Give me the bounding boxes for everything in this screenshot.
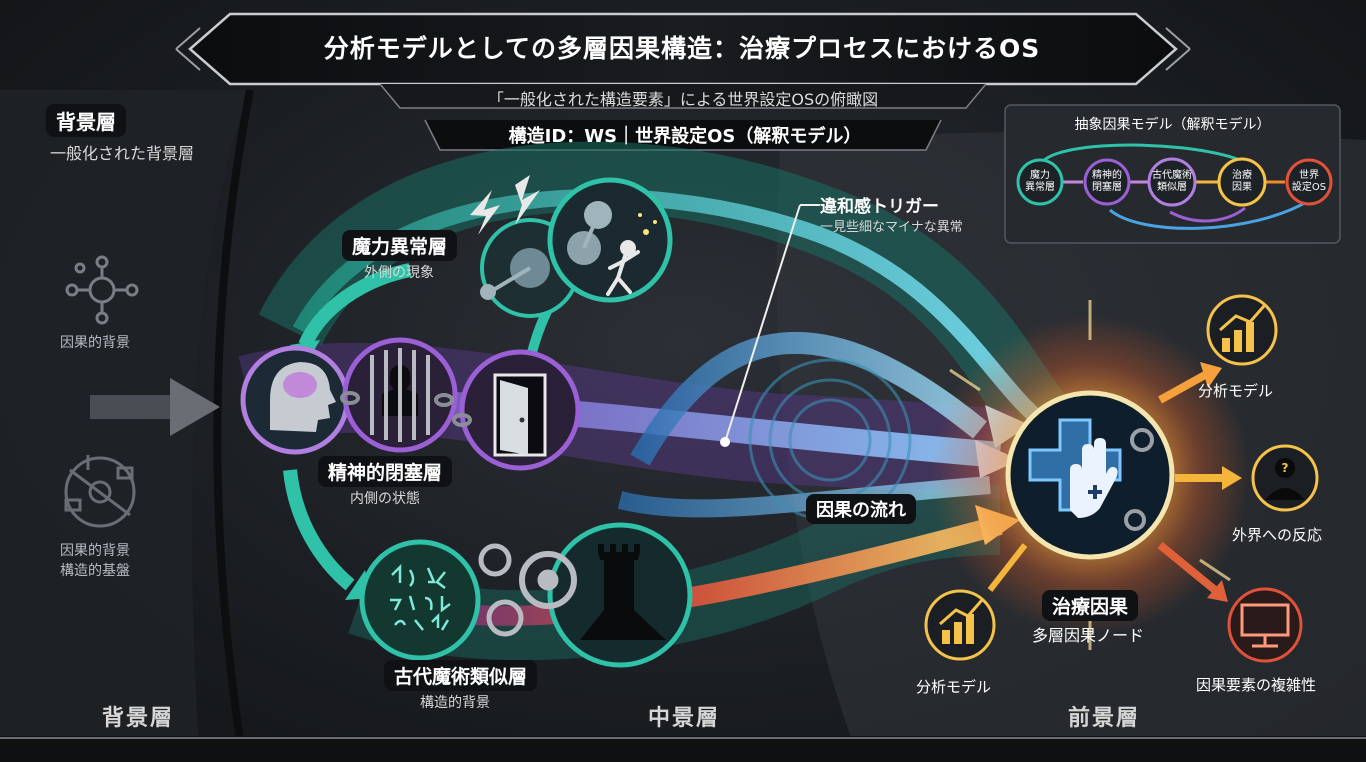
running-person-icon [606,240,640,296]
depth-label-front: 前景層 [1068,706,1141,731]
left-item-causal-background: 因果的背景 [60,335,130,351]
treatment-title: 治療因果 [1042,590,1139,621]
person-question-icon: ? [1251,444,1319,512]
output-analysis-bottom: 分析モデル [916,678,992,696]
mental-layer-sub: 内側の状態 [350,491,420,507]
prison-icon [370,348,430,442]
inset-node-world-os: 世界設定OS [1291,170,1327,193]
output-analysis-top: 分析モデル [1198,382,1274,400]
gear-icon [478,543,577,637]
rune-icon [390,563,451,631]
inset-node-treatment: 治療因果 [1232,170,1252,193]
left-panel-title: 背景層 [46,104,126,137]
left-item2-line1: 因果的背景 [60,543,130,559]
brain-icon [270,362,336,432]
network-icon [65,255,139,325]
magic-layer-sub: 外側の現象 [364,265,434,281]
plus-hand-icon [1028,418,1154,531]
inset-title: 抽象因果モデル（解釈モデル） [1074,117,1271,133]
trigger-title: 違和感トリガー [820,197,939,217]
page-title: 分析モデルとしての多層因果構造：治療プロセスにおけるOS [323,34,1041,63]
ancient-layer-sub: 構造的背景 [420,695,490,711]
tower-icon [580,544,666,640]
trigger-sub: 一見些細なマイナな異常 [820,220,963,235]
chart-icon [1206,294,1278,366]
treatment-sub: 多層因果ノード [1032,626,1145,645]
page-subtitle: 「一般化された構造要素」による世界設定OSの俯瞰図 [487,90,879,109]
lightning-icon [470,175,540,235]
depth-label-back: 背景層 [102,706,175,731]
chart-icon-bottom [924,589,996,661]
mental-layer-title: 精神的閉塞層 [318,456,453,487]
output-complexity: 因果要素の複雑性 [1196,676,1317,694]
structure-icon [64,455,136,528]
inset-node-magic: 魔力異常層 [1025,170,1055,193]
monitor-icon [1227,587,1303,663]
depth-label-middle: 中景層 [648,706,721,731]
left-item2-line2: 構造的基盤 [60,563,130,579]
output-external: 外界への反応 [1232,526,1323,544]
ancient-layer-title: 古代魔術類似層 [384,660,538,691]
door-icon [493,373,547,457]
inset-node-ancient: 古代魔術類似層 [1152,170,1192,193]
magic-layer-title: 魔力異常層 [342,230,458,261]
causal-flow-label: 因果の流れ [806,494,916,524]
left-panel-subtitle: 一般化された背景層 [50,144,195,163]
structure-id-label: 構造ID：WS｜世界設定OS（解釈モデル） [508,126,862,147]
inset-node-mental: 精神的閉塞層 [1092,170,1122,193]
molecule-icon [480,201,612,300]
svg-text:?: ? [1282,461,1289,475]
